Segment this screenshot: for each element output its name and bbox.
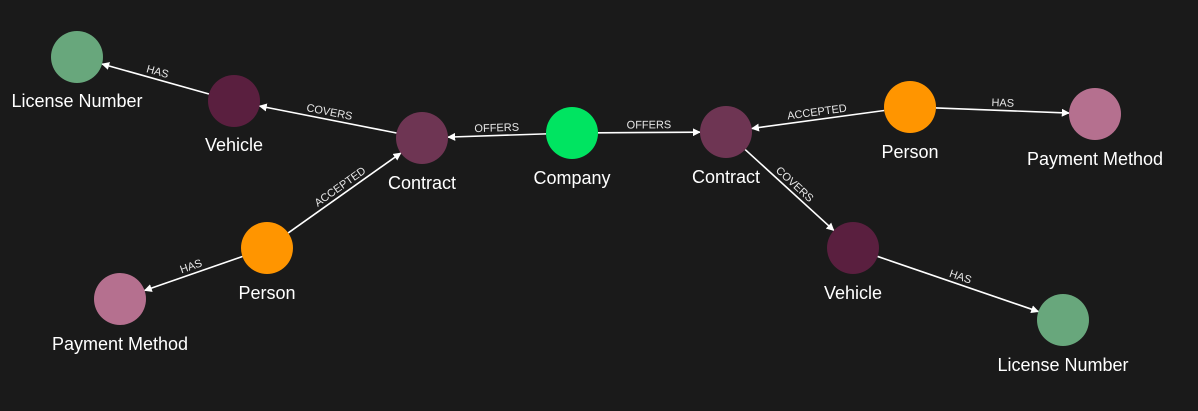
edge-label: HAS (145, 63, 170, 81)
node-circle[interactable] (396, 112, 448, 164)
node-circle[interactable] (1037, 294, 1089, 346)
node-vehicle2[interactable]: Vehicle (824, 222, 882, 303)
node-contract1[interactable]: Contract (388, 112, 456, 193)
node-circle[interactable] (241, 222, 293, 274)
node-label: License Number (11, 91, 142, 111)
node-label: Payment Method (52, 334, 188, 354)
node-circle[interactable] (94, 273, 146, 325)
edge-line (935, 107, 1070, 117)
edge-line (750, 109, 885, 132)
node-payment2[interactable]: Payment Method (1027, 88, 1163, 169)
node-label: Company (533, 168, 610, 188)
node-contract2[interactable]: Contract (692, 106, 760, 187)
node-label: Vehicle (824, 283, 882, 303)
edge-label: HAS (948, 268, 973, 287)
edge-offers-company-contract1[interactable]: OFFERS (447, 122, 547, 141)
edge-accepted-person1-contract1[interactable]: ACCEPTED (287, 152, 402, 234)
node-company[interactable]: Company (533, 107, 611, 188)
node-label: Vehicle (205, 135, 263, 155)
node-license1[interactable]: License Number (11, 31, 143, 111)
edge-label: HAS (179, 257, 204, 276)
node-label: Person (238, 283, 295, 303)
edge-line (258, 103, 397, 134)
edge-line (447, 132, 547, 141)
edge-covers-contract2-vehicle2[interactable]: COVERS (744, 148, 835, 232)
node-circle[interactable] (51, 31, 103, 83)
node-circle[interactable] (700, 106, 752, 158)
edge-label: HAS (991, 97, 1014, 110)
edge-line (597, 128, 701, 137)
node-circle[interactable] (827, 222, 879, 274)
node-license2[interactable]: License Number (997, 294, 1129, 375)
node-vehicle1[interactable]: Vehicle (205, 75, 263, 155)
node-label: Contract (388, 173, 456, 193)
node-person2[interactable]: Person (881, 81, 939, 162)
node-circle[interactable] (546, 107, 598, 159)
edge-line (744, 148, 835, 232)
edge-has-person1-payment1[interactable]: HAS (143, 255, 243, 292)
node-circle[interactable] (208, 75, 260, 127)
edge-label: ACCEPTED (312, 165, 368, 209)
edge-label: OFFERS (627, 119, 672, 131)
node-circle[interactable] (884, 81, 936, 133)
edge-line (287, 152, 402, 234)
node-label: Person (881, 142, 938, 162)
node-circle[interactable] (1069, 88, 1121, 140)
node-payment1[interactable]: Payment Method (52, 273, 188, 354)
edge-accepted-person2-contract2[interactable]: ACCEPTED (750, 102, 885, 132)
edge-covers-contract1-vehicle1[interactable]: COVERS (258, 102, 397, 134)
edge-line (101, 62, 210, 95)
edge-offers-company-contract2[interactable]: OFFERS (597, 119, 701, 137)
node-person1[interactable]: Person (238, 222, 296, 303)
edge-line (877, 255, 1040, 314)
node-label: Payment Method (1027, 149, 1163, 169)
edge-label: OFFERS (474, 122, 519, 135)
edge-has-vehicle2-license2[interactable]: HAS (877, 255, 1040, 314)
node-label: License Number (997, 355, 1128, 375)
edge-has-vehicle1-license1[interactable]: HAS (101, 62, 210, 95)
edge-line (143, 255, 243, 292)
node-label: Contract (692, 167, 760, 187)
edge-has-person2-payment2[interactable]: HAS (935, 97, 1070, 117)
edge-label: COVERS (773, 165, 815, 205)
